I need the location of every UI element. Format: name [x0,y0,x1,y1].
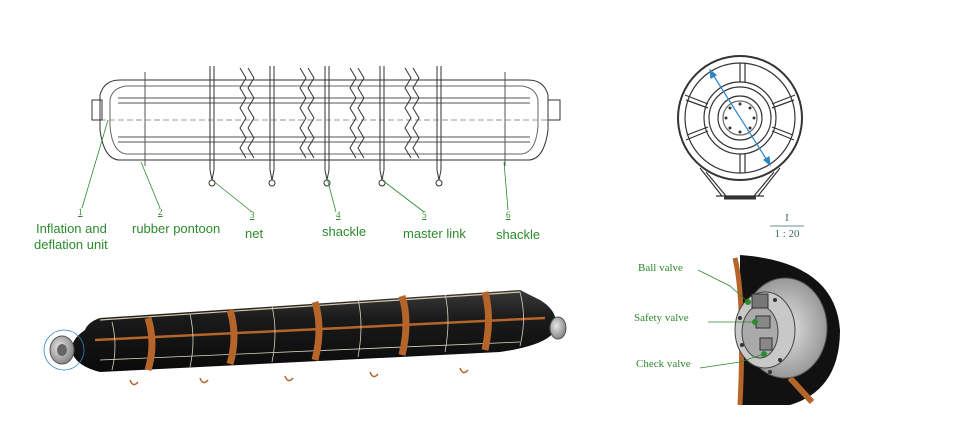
callout-label-shackle: shackle [322,224,367,239]
bolt-circle [724,102,756,134]
pontoon-render [43,290,567,386]
section-view-drawing [677,55,803,200]
callout-label-shackle-end: shackle [496,227,541,242]
callout-label-net: net [245,226,264,241]
callout-number-6: 6 [506,210,511,220]
section-dimension [709,68,771,167]
callout-number-2: 2 [158,207,163,217]
callout-label-inflation-unit-line1: Inflation and [36,221,107,236]
label-check-valve: Check valve [636,358,691,370]
strap-4 [378,66,386,187]
break-lines [239,67,420,159]
strap-5 [435,66,443,187]
callout-number-1: 1 [78,207,83,217]
callout-label-master-link: master link [403,226,466,241]
section-view-name: I [785,212,789,224]
leader-lines [81,119,509,213]
strap-1 [208,66,216,187]
callout-number-4: 4 [336,210,341,220]
valve-detail-render [697,255,840,406]
strap-set [208,66,443,187]
callout-label-rubber-pontoon: rubber pontoon [132,221,221,236]
section-view-scale: 1 : 20 [774,228,800,240]
callout-label-inflation-unit-line2: deflation unit [34,237,108,252]
label-safety-valve: Safety valve [634,312,689,324]
callout-number-5: 5 [422,210,427,220]
strap-2 [268,66,276,187]
strap-3 [323,66,331,187]
side-view-drawing [91,72,561,166]
label-ball-valve: Ball valve [638,262,683,274]
callout-number-3: 3 [250,210,255,220]
